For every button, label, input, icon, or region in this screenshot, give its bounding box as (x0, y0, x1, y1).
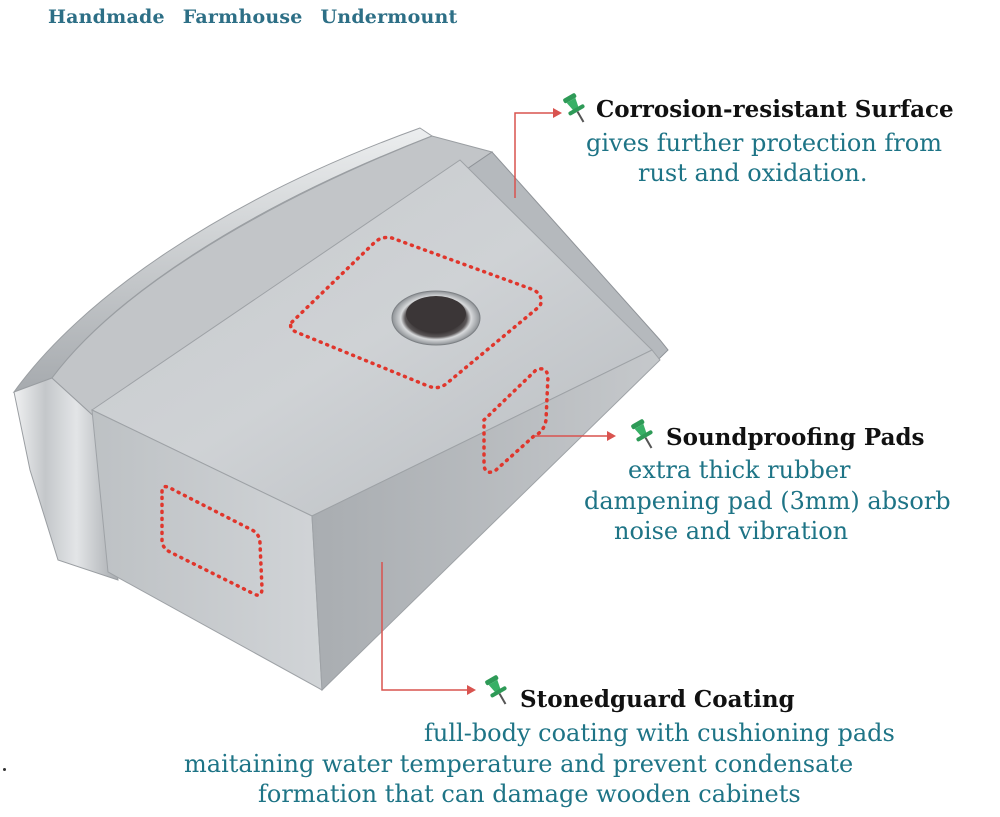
product-tags: Handmade Farmhouse Undermount (48, 6, 457, 28)
pushpin-icon (485, 675, 507, 705)
tag-handmade: Handmade (48, 6, 165, 28)
pointer-corrosion (514, 112, 556, 198)
callout-title-corrosion: Corrosion-resistant Surface (596, 96, 954, 123)
pad-outline-bottom (288, 235, 543, 390)
callout-desc-soundproofing-1: extra thick rubber (628, 456, 851, 484)
sink-right-face (311, 349, 661, 692)
drain-hole-icon (391, 290, 481, 346)
pointer-stonedguard (381, 562, 470, 691)
callout-desc-corrosion-1: gives further protection from (586, 129, 942, 157)
pad-outline-right (482, 367, 550, 474)
callout-title-stonedguard: Stonedguard Coating (520, 686, 795, 713)
callout-desc-corrosion-2: rust and oxidation. (638, 159, 868, 187)
pushpin-icon (631, 419, 653, 449)
tag-farmhouse: Farmhouse (182, 6, 303, 28)
apron-side (51, 135, 494, 421)
callout-title-soundproofing: Soundproofing Pads (666, 424, 925, 451)
callout-desc-stonedguard-1: full-body coating with cushioning pads (424, 719, 895, 747)
pad-outline-front (160, 484, 264, 597)
callout-desc-stonedguard-2: maitaining water temperature and prevent… (184, 750, 854, 778)
pushpin-icon (563, 93, 585, 123)
callout-desc-soundproofing-2: dampening pad (3mm) absorb (584, 487, 951, 515)
callout-desc-stonedguard-3: formation that can damage wooden cabinet… (258, 780, 801, 808)
callout-desc-soundproofing-3: noise and vibration (614, 517, 849, 545)
tag-undermount: Undermount (320, 6, 458, 28)
stray-dot (3, 768, 6, 771)
